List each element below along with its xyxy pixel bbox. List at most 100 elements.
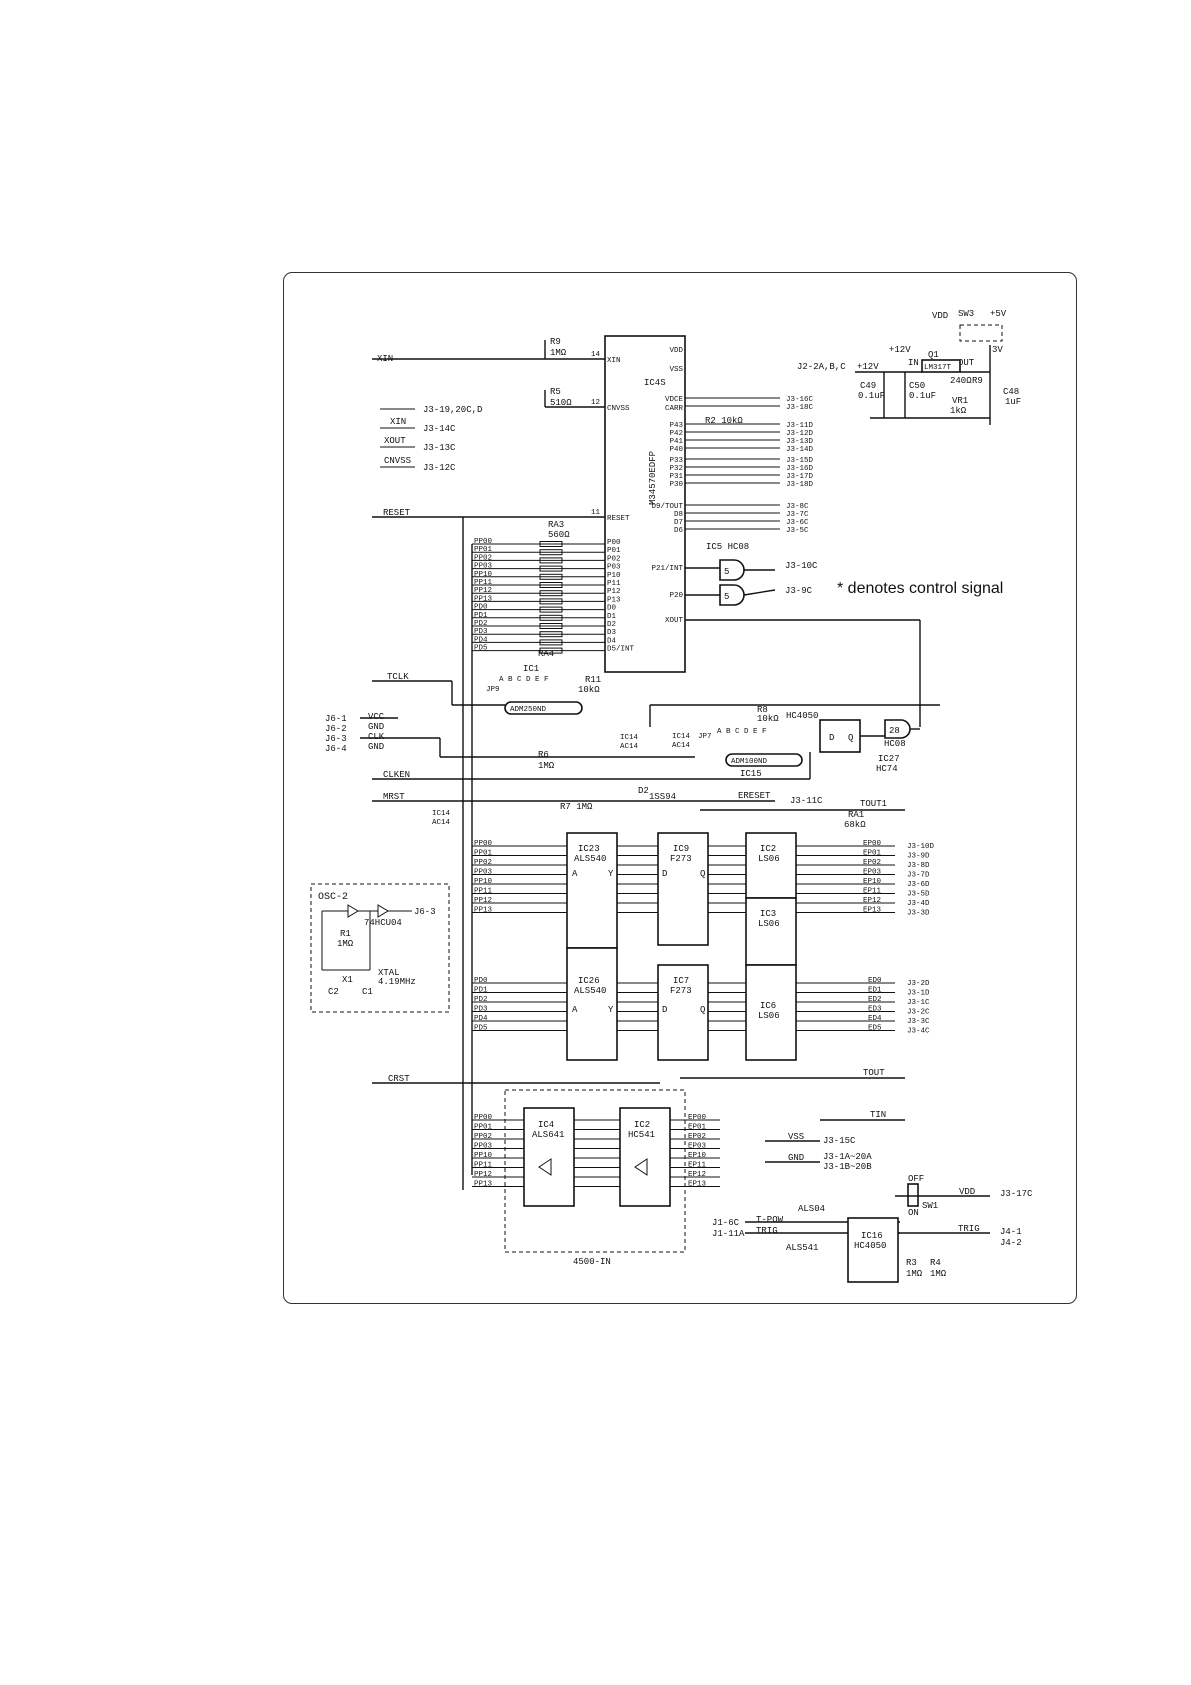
diagram-frame [283, 272, 1077, 1304]
ic1-ref: IC1 [523, 664, 539, 674]
xin-net: XIN 14 R9 1MΩ [372, 337, 605, 364]
resistor-pp00 [539, 541, 563, 547]
bus-pd0: PD0 [474, 977, 488, 985]
stub-xin: XIN [390, 417, 406, 427]
j6-vcc: VCC [368, 712, 385, 722]
ic14b-part: AC14 [672, 742, 691, 750]
conn-j3_1c: J3-1C [907, 999, 930, 1007]
ed-ed3: ED3 [868, 1006, 882, 1014]
net-pp11: PP11 [474, 579, 493, 587]
j6-gnd1: GND [368, 722, 384, 732]
conn-j3_3d: J3-3D [907, 910, 930, 918]
alsb-label: ALS541 [786, 1243, 818, 1253]
in-ep-ep03: EP03 [688, 1143, 707, 1151]
conn-j3_7d: J3-7D [907, 872, 930, 880]
in-pp13: PP13 [474, 1181, 493, 1189]
signal-tclk: TCLK [387, 672, 409, 682]
c48-value: 1uF [1005, 397, 1021, 407]
r4-value: 1MΩ [930, 1269, 947, 1279]
stub-cnvss: CNVSS [384, 456, 411, 466]
conn-j4-2: J4-2 [1000, 1238, 1022, 1248]
block-4500-label: 4500-IN [573, 1257, 611, 1267]
resistor-pp11 [539, 582, 563, 588]
trig-inner: TRIG [756, 1226, 778, 1236]
ic4s-part: M34570EDFP [648, 451, 658, 505]
net-pp10: PP10 [474, 571, 493, 579]
conn-j3_5d: J3-5D [907, 891, 930, 899]
conn-j3_10d: J3-10D [907, 843, 935, 851]
c50-value: 0.1uF [909, 391, 936, 401]
ic5-label: IC5 HC08 [706, 542, 749, 552]
r5-value: 510Ω [550, 398, 572, 408]
conn-j3-9c: J3-9C [785, 586, 813, 596]
osc-2-block: OSC-2 J6-3 74HCU04 R1 1MΩ X1 XTAL 4.19MH… [310, 883, 450, 1013]
bus-pp00: PP00 [474, 840, 493, 848]
svg-text:A: A [572, 869, 578, 879]
r11-label: R11 [585, 675, 601, 685]
conn-j3_2d: J3-2D [907, 980, 930, 988]
sw1-label: SW1 [922, 1201, 938, 1211]
ed-ed1: ED1 [868, 987, 882, 995]
hc08-b: HC08 [884, 739, 906, 749]
pin-p41: P41 [669, 438, 683, 446]
ic15-part: ADM100ND [731, 758, 768, 766]
svg-text:Y: Y [608, 1005, 614, 1015]
conn-j3_16d: J3-16D [786, 465, 814, 473]
ic4s-pin-labels: XINCNVSSRESETVDDVSSVDCECARRP43P42P41P40P… [607, 347, 683, 654]
pin-d6: D6 [674, 527, 684, 535]
ep-ep03: EP03 [863, 869, 882, 877]
pin-d9-tout: D9/TOUT [651, 503, 683, 511]
conn-j3_9d: J3-9D [907, 853, 930, 861]
in-ep-ep10: EP10 [688, 1152, 707, 1160]
ic14a-part: AC14 [620, 743, 639, 751]
conn-j6-3b: J6-3 [414, 907, 436, 917]
in-ep-ep00: EP00 [688, 1114, 707, 1122]
resistor-pd0 [539, 606, 563, 613]
conn-j3_6c: J3-6C [786, 519, 809, 527]
pin-vss: VSS [669, 366, 683, 374]
conn-j3_18c: J3-18C [786, 404, 814, 412]
net-pp00: PP00 [474, 538, 493, 546]
r9-top-value: 1MΩ [550, 348, 567, 358]
reset-net: RESET 11 [372, 508, 605, 1190]
stub-xout: XOUT [384, 436, 406, 446]
ic16-part: HC4050 [854, 1241, 886, 1251]
conn-j3-12c: J3-12C [423, 463, 456, 473]
ic9-part: F273 [670, 854, 692, 864]
ic23-part: ALS540 [574, 854, 606, 864]
alsa-label: ALS04 [798, 1204, 825, 1214]
ep-ep00: EP00 [863, 840, 882, 848]
ic15-pins: A B C D E F [717, 728, 767, 736]
ic6-part: LS06 [758, 1011, 780, 1021]
svg-text:14: 14 [591, 351, 601, 359]
signal-tin: TIN [870, 1110, 886, 1120]
in-pp00: PP00 [474, 1114, 493, 1122]
pin-d2: D2 [607, 621, 616, 629]
ic16-region: OFF ON SW1 VDD J3-17C ALS04 T-POW TRIG J… [712, 1174, 1033, 1283]
conn-j3_6d: J3-6D [907, 881, 930, 889]
ic6-ref: IC6 [760, 1001, 776, 1011]
conn-j3-15c: J3-15C [823, 1136, 856, 1146]
ed-ed0: ED0 [868, 977, 882, 985]
ic6-ls06: IC6 LS06 [745, 964, 797, 1061]
mcu-right-connectors: J3-16CJ3-18CJ3-11DJ3-12DJ3-13DJ3-14DJ3-1… [685, 396, 814, 535]
pin-d3: D3 [607, 629, 617, 637]
c50-label: C50 [909, 381, 925, 391]
in-ep-ep01: EP01 [688, 1124, 707, 1132]
r3-label: R3 [906, 1258, 917, 1268]
bus-pp13: PP13 [474, 907, 493, 915]
d2-value: 1SS94 [649, 792, 676, 802]
ic2b-ref: IC2 [634, 1120, 650, 1130]
osc-x1: X1 [342, 975, 353, 985]
4500-in-block: 4500-IN IC4 ALS641 IC2 HC541 [504, 1089, 686, 1267]
ic5-gates: IC5 HC08 5 5 J3-10C J3-9C [685, 542, 921, 727]
net-pd5: PD5 [474, 645, 488, 653]
net-pp13: PP13 [474, 595, 493, 603]
signal-tout1: TOUT1 [860, 799, 887, 809]
on-label: ON [908, 1208, 919, 1218]
jp7-label: JP7 [698, 733, 712, 741]
pin-p30: P30 [669, 481, 683, 489]
c49-label: C49 [860, 381, 876, 391]
